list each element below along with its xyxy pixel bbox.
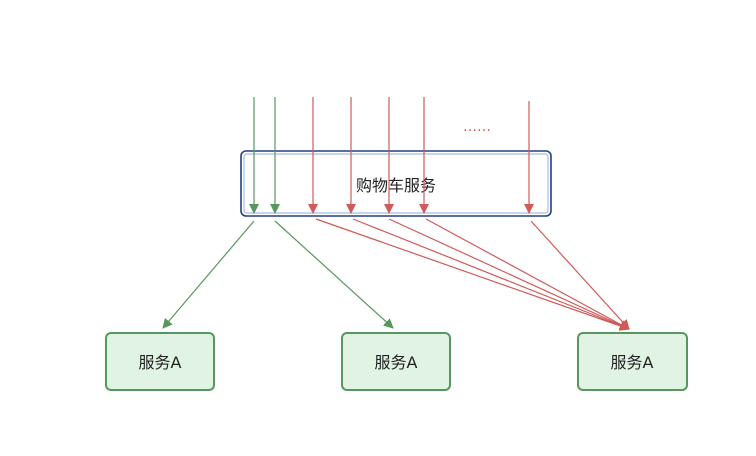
service-node: 服务A — [341, 332, 451, 391]
cart-service-box — [240, 150, 552, 217]
service-label: 服务A — [375, 353, 418, 372]
outgoing-arrow-red — [315, 218, 630, 331]
outgoing-arrow-red — [425, 218, 630, 330]
service-label: 服务A — [611, 353, 654, 372]
outgoing-arrow-green — [274, 220, 394, 329]
service-box — [341, 332, 451, 391]
service-box — [577, 332, 688, 391]
cart-service-node: 购物车服务 — [240, 150, 552, 217]
ellipsis-label: …… — [463, 119, 491, 135]
service-node: 服务A — [105, 332, 215, 391]
service-box — [105, 332, 215, 391]
outgoing-arrow-green — [162, 220, 255, 329]
service-node: 服务A — [577, 332, 688, 391]
service-label: 服务A — [139, 353, 182, 372]
cart-service-box-inner-border — [243, 153, 549, 214]
outgoing-arrow-red — [530, 220, 630, 330]
incoming-requests — [249, 97, 534, 214]
cart-service-label: 购物车服务 — [356, 176, 436, 195]
outgoing-requests — [162, 218, 630, 331]
outgoing-arrow-red — [388, 218, 630, 330]
outgoing-arrow-red — [352, 218, 630, 331]
